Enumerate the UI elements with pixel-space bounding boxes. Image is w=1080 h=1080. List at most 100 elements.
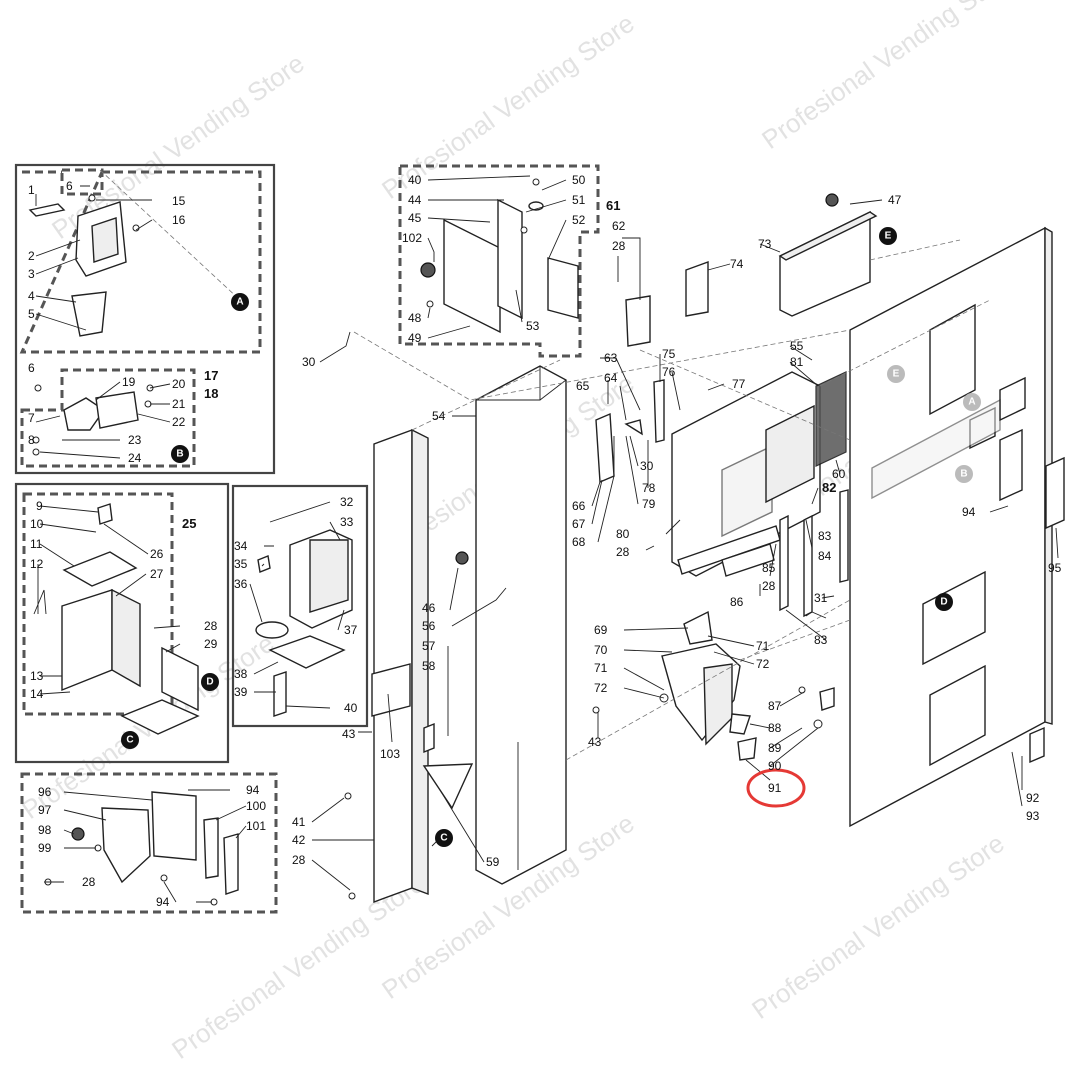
- part-label: 77: [732, 377, 746, 391]
- svg-text:E: E: [885, 231, 892, 242]
- part-label: 21: [172, 397, 186, 411]
- part-label: 54: [432, 409, 446, 423]
- ref-marker-a: A: [231, 293, 249, 311]
- part-label: 52: [572, 213, 586, 227]
- part-labels: 1 6 15 16 2 3 4 5 6 17 18 19 20 21 22 7 …: [28, 173, 1062, 909]
- part-label: 9: [36, 499, 43, 513]
- part-label: 83: [818, 529, 832, 543]
- part-label: 94: [156, 895, 170, 909]
- ref-marker-a-ghost: A: [963, 393, 981, 411]
- ref-marker-b-ghost: B: [955, 465, 973, 483]
- svg-text:D: D: [206, 677, 213, 688]
- part-label: 59: [486, 855, 500, 869]
- part-label: 78: [642, 481, 656, 495]
- part-label: 22: [172, 415, 186, 429]
- ref-marker-e: E: [879, 227, 897, 245]
- part-label: 97: [38, 803, 52, 817]
- parts-group-32-40: [231, 484, 369, 728]
- ref-marker-b: B: [171, 445, 189, 463]
- part-label: 41: [292, 815, 306, 829]
- part-label: 70: [594, 643, 608, 657]
- column-panel-54: [455, 365, 567, 885]
- part-label: 56: [422, 619, 436, 633]
- part-label: 38: [234, 667, 248, 681]
- part-label: 5: [28, 307, 35, 321]
- part-label: 95: [1048, 561, 1062, 575]
- part-label: 102: [402, 231, 422, 245]
- parts-group-25: [14, 482, 230, 764]
- svg-text:B: B: [960, 469, 967, 480]
- part-label: 17: [204, 368, 218, 383]
- part-label: 96: [38, 785, 52, 799]
- part-label: 85: [762, 561, 776, 575]
- parts-group-61: [398, 164, 600, 358]
- part-label: 94: [246, 783, 260, 797]
- parts-group-17: [14, 163, 276, 475]
- part-label: 61: [606, 198, 620, 213]
- part-label: 74: [730, 257, 744, 271]
- part-label: 40: [344, 701, 358, 715]
- part-label: 45: [408, 211, 422, 225]
- part-label: 42: [292, 833, 306, 847]
- part-label: 90: [768, 759, 782, 773]
- part-label: 87: [768, 699, 782, 713]
- svg-text:D: D: [940, 597, 947, 608]
- svg-text:A: A: [236, 297, 243, 308]
- ref-marker-d: D: [201, 673, 219, 691]
- svg-text:C: C: [440, 833, 447, 844]
- part-label: 55: [790, 339, 804, 353]
- part-label: 94: [962, 505, 976, 519]
- part-label: 68: [572, 535, 586, 549]
- part-label: 64: [604, 371, 618, 385]
- part-label: 25: [182, 516, 196, 531]
- part-label: 84: [818, 549, 832, 563]
- part-label: 30: [640, 459, 654, 473]
- part-label: 2: [28, 249, 35, 263]
- part-label: 12: [30, 557, 44, 571]
- svg-text:C: C: [126, 735, 133, 746]
- part-label: 10: [30, 517, 44, 531]
- part-label: 98: [38, 823, 52, 837]
- part-label: 32: [340, 495, 354, 509]
- part-label: 40: [408, 173, 422, 187]
- part-label: 63: [604, 351, 618, 365]
- highlighted-part-label: 91: [768, 781, 782, 795]
- part-label: 16: [172, 213, 186, 227]
- part-label: 83: [814, 633, 828, 647]
- part-label: 89: [768, 741, 782, 755]
- part-label: 80: [616, 527, 630, 541]
- part-label: 43: [588, 735, 602, 749]
- part-label: 7: [28, 411, 35, 425]
- part-label: 86: [730, 595, 744, 609]
- cabinet-door: [849, 226, 1065, 828]
- part-label: 19: [122, 375, 136, 389]
- part-label: 28: [204, 619, 218, 633]
- part-label: 69: [594, 623, 608, 637]
- part-label: 79: [642, 497, 656, 511]
- part-label: 101: [246, 819, 266, 833]
- svg-text:B: B: [176, 449, 183, 460]
- part-label: 66: [572, 499, 586, 513]
- part-label: 13: [30, 669, 44, 683]
- part-label: 72: [594, 681, 608, 695]
- ref-marker-d2: D: [935, 593, 953, 611]
- part-label: 35: [234, 557, 248, 571]
- part-label: 8: [28, 433, 35, 447]
- part-label: 82: [822, 480, 836, 495]
- part-label: 6: [66, 179, 73, 193]
- part-label: 3: [28, 267, 35, 281]
- part-label: 92: [1026, 791, 1040, 805]
- part-label: 57: [422, 639, 436, 653]
- part-label: 46: [422, 601, 436, 615]
- part-label: 48: [408, 311, 422, 325]
- part-label: 14: [30, 687, 44, 701]
- part-label: 67: [572, 517, 586, 531]
- part-label: 4: [28, 289, 35, 303]
- part-label: 28: [616, 545, 630, 559]
- part-label: 36: [234, 577, 248, 591]
- part-label: 28: [82, 875, 96, 889]
- part-label: 62: [612, 219, 626, 233]
- ref-marker-c: C: [121, 731, 139, 749]
- part-label: 26: [150, 547, 164, 561]
